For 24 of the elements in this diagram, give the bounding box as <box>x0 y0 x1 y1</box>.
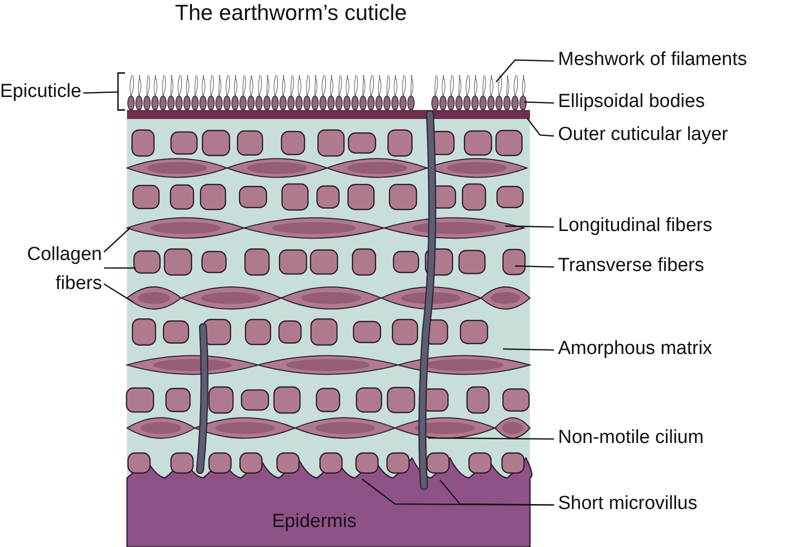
leader-line <box>104 267 136 269</box>
leader-line <box>440 480 554 506</box>
part-label: Collagen fibers <box>2 240 102 298</box>
part-label: Short microvillus <box>558 493 698 515</box>
leader-line <box>83 91 118 94</box>
leader-line <box>496 59 554 82</box>
part-label: Ellipsoidal bodies <box>558 91 705 113</box>
region-label: Epidermis <box>272 511 356 533</box>
leader-line <box>526 118 554 137</box>
part-label: Outer cuticular layer <box>558 124 728 146</box>
part-label: Amorphous matrix <box>558 338 712 360</box>
part-label: Epicuticle <box>0 81 82 103</box>
leader-line <box>104 228 130 252</box>
part-label: Longitudinal fibers <box>558 215 712 237</box>
part-label: Transverse fibers <box>558 255 704 277</box>
leader-line <box>104 283 134 303</box>
part-label: Meshwork of filaments <box>558 49 748 71</box>
leader-line <box>514 265 554 268</box>
leader-line <box>524 101 554 104</box>
diagram-title: The earthworm’s cuticle <box>175 0 407 26</box>
part-label: Non-motile cilium <box>558 427 704 449</box>
leader-line <box>428 437 554 440</box>
leader-line <box>502 348 554 351</box>
leader-line <box>504 225 554 228</box>
